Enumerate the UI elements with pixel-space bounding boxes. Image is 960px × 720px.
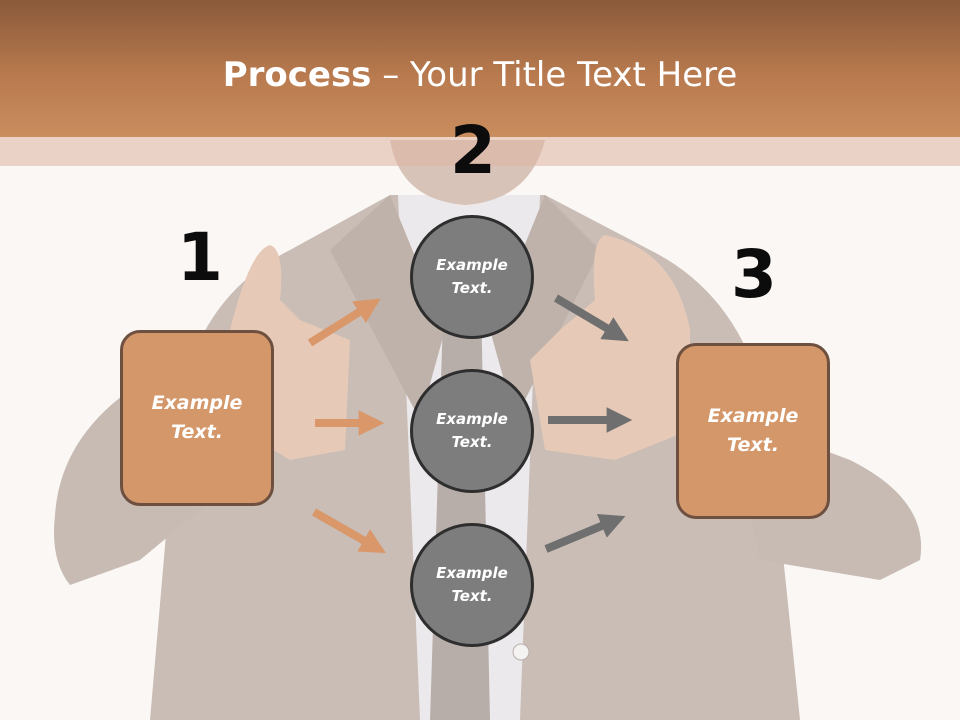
arrow-box1-to-circle3 <box>312 508 386 554</box>
circle-top-text: Example Text. <box>436 256 508 297</box>
step-3-box: Example Text. <box>676 343 830 519</box>
step-2-circle-bottom: Example Text. <box>410 523 534 647</box>
header-stripe <box>0 137 960 166</box>
header-band <box>0 0 960 137</box>
title-bold: Process <box>222 55 372 95</box>
arrow-circle3-to-box3 <box>544 514 626 553</box>
slide-title: Process – Your Title Text Here <box>0 54 960 96</box>
step-number-1: 1 <box>177 219 223 296</box>
step-1-box-text: Example Text. <box>151 392 243 443</box>
step-3-box-text: Example Text. <box>707 405 799 456</box>
step-2-circle-middle: Example Text. <box>410 369 534 493</box>
circle-middle-text: Example Text. <box>436 410 508 451</box>
circle-bottom-text: Example Text. <box>436 564 508 605</box>
step-1-box: Example Text. <box>120 330 274 506</box>
title-rest: – Your Title Text Here <box>371 55 738 95</box>
step-2-circle-top: Example Text. <box>410 215 534 339</box>
arrow-circle1-to-box3 <box>553 294 629 342</box>
step-number-2: 2 <box>450 112 496 189</box>
step-number-3: 3 <box>731 236 777 313</box>
arrow-box1-to-circle1 <box>307 298 381 347</box>
